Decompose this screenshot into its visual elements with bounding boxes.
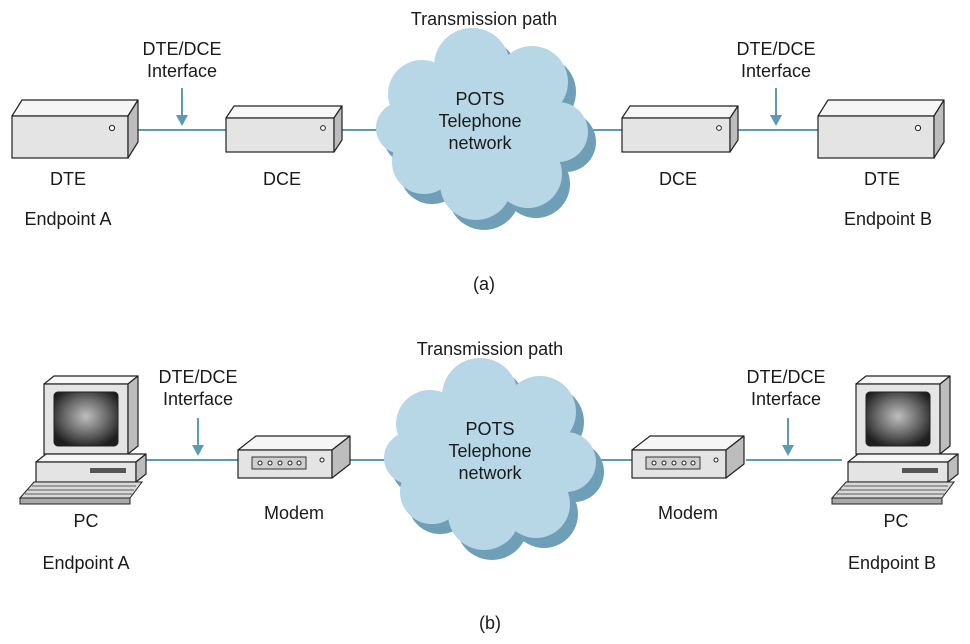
dte-box-left	[11, 99, 139, 159]
modem-label-left: Modem	[263, 503, 325, 523]
interface-label-right-b: DTE/DCE Interface	[746, 366, 825, 410]
pots-cloud-b	[384, 358, 604, 560]
interface-arrow-right	[770, 88, 782, 126]
interface-label-left-b-line1: DTE/DCE	[158, 367, 238, 387]
interface-label-left-a: DTE/DCE Interface	[142, 38, 221, 82]
dce-box-right	[621, 105, 739, 153]
dce-box-left	[225, 105, 343, 153]
interface-label-right-a-line2: Interface	[740, 61, 812, 81]
cloud-label-a-line2: Telephone	[438, 111, 522, 131]
endpoint-b-label-b: Endpoint B	[847, 553, 937, 573]
panel-a	[11, 28, 945, 230]
caption-a: (a)	[473, 274, 495, 294]
modem-right	[631, 435, 745, 479]
pots-cloud-a	[376, 28, 596, 230]
dte-label-left: DTE	[50, 169, 86, 189]
interface-arrow-left-b	[192, 418, 204, 456]
cloud-label-a: POTS Telephone network	[438, 88, 521, 154]
endpoint-a-label-a: Endpoint A	[24, 209, 112, 229]
dce-label-right: DCE	[658, 169, 698, 189]
interface-label-left-b-line2: Interface	[162, 389, 234, 409]
dte-label-right: DTE	[864, 169, 900, 189]
interface-label-right-b-line2: Interface	[750, 389, 822, 409]
interface-label-right-a: DTE/DCE Interface	[736, 38, 815, 82]
endpoint-b-label-a: Endpoint B	[843, 209, 933, 229]
pc-label-left: PC	[73, 511, 99, 531]
interface-label-right-b-line1: DTE/DCE	[746, 367, 826, 387]
endpoint-a-label-b: Endpoint A	[42, 553, 130, 573]
cloud-label-b-line2: Telephone	[448, 441, 532, 461]
dce-label-left: DCE	[262, 169, 302, 189]
transmission-path-label-a: Transmission path	[410, 9, 558, 29]
panel-b	[18, 358, 959, 560]
interface-arrow-right-b	[782, 418, 794, 456]
cloud-label-b: POTS Telephone network	[448, 418, 531, 484]
pc-right	[830, 375, 959, 505]
cloud-label-a-line3: network	[448, 133, 512, 153]
interface-arrow-left	[176, 88, 188, 126]
interface-label-left-b: DTE/DCE Interface	[158, 366, 237, 410]
caption-b: (b)	[479, 613, 501, 633]
dte-box-right	[817, 99, 945, 159]
pc-left	[18, 375, 147, 505]
transmission-path-label-b: Transmission path	[416, 339, 564, 359]
cloud-label-b-line3: network	[458, 463, 522, 483]
modem-left	[237, 435, 351, 479]
modem-label-right: Modem	[657, 503, 719, 523]
interface-label-right-a-line1: DTE/DCE	[736, 39, 816, 59]
cloud-label-b-line1: POTS	[465, 419, 515, 439]
interface-label-left-a-line1: DTE/DCE	[142, 39, 222, 59]
pc-label-right: PC	[883, 511, 909, 531]
interface-label-left-a-line2: Interface	[146, 61, 218, 81]
cloud-label-a-line1: POTS	[455, 89, 505, 109]
